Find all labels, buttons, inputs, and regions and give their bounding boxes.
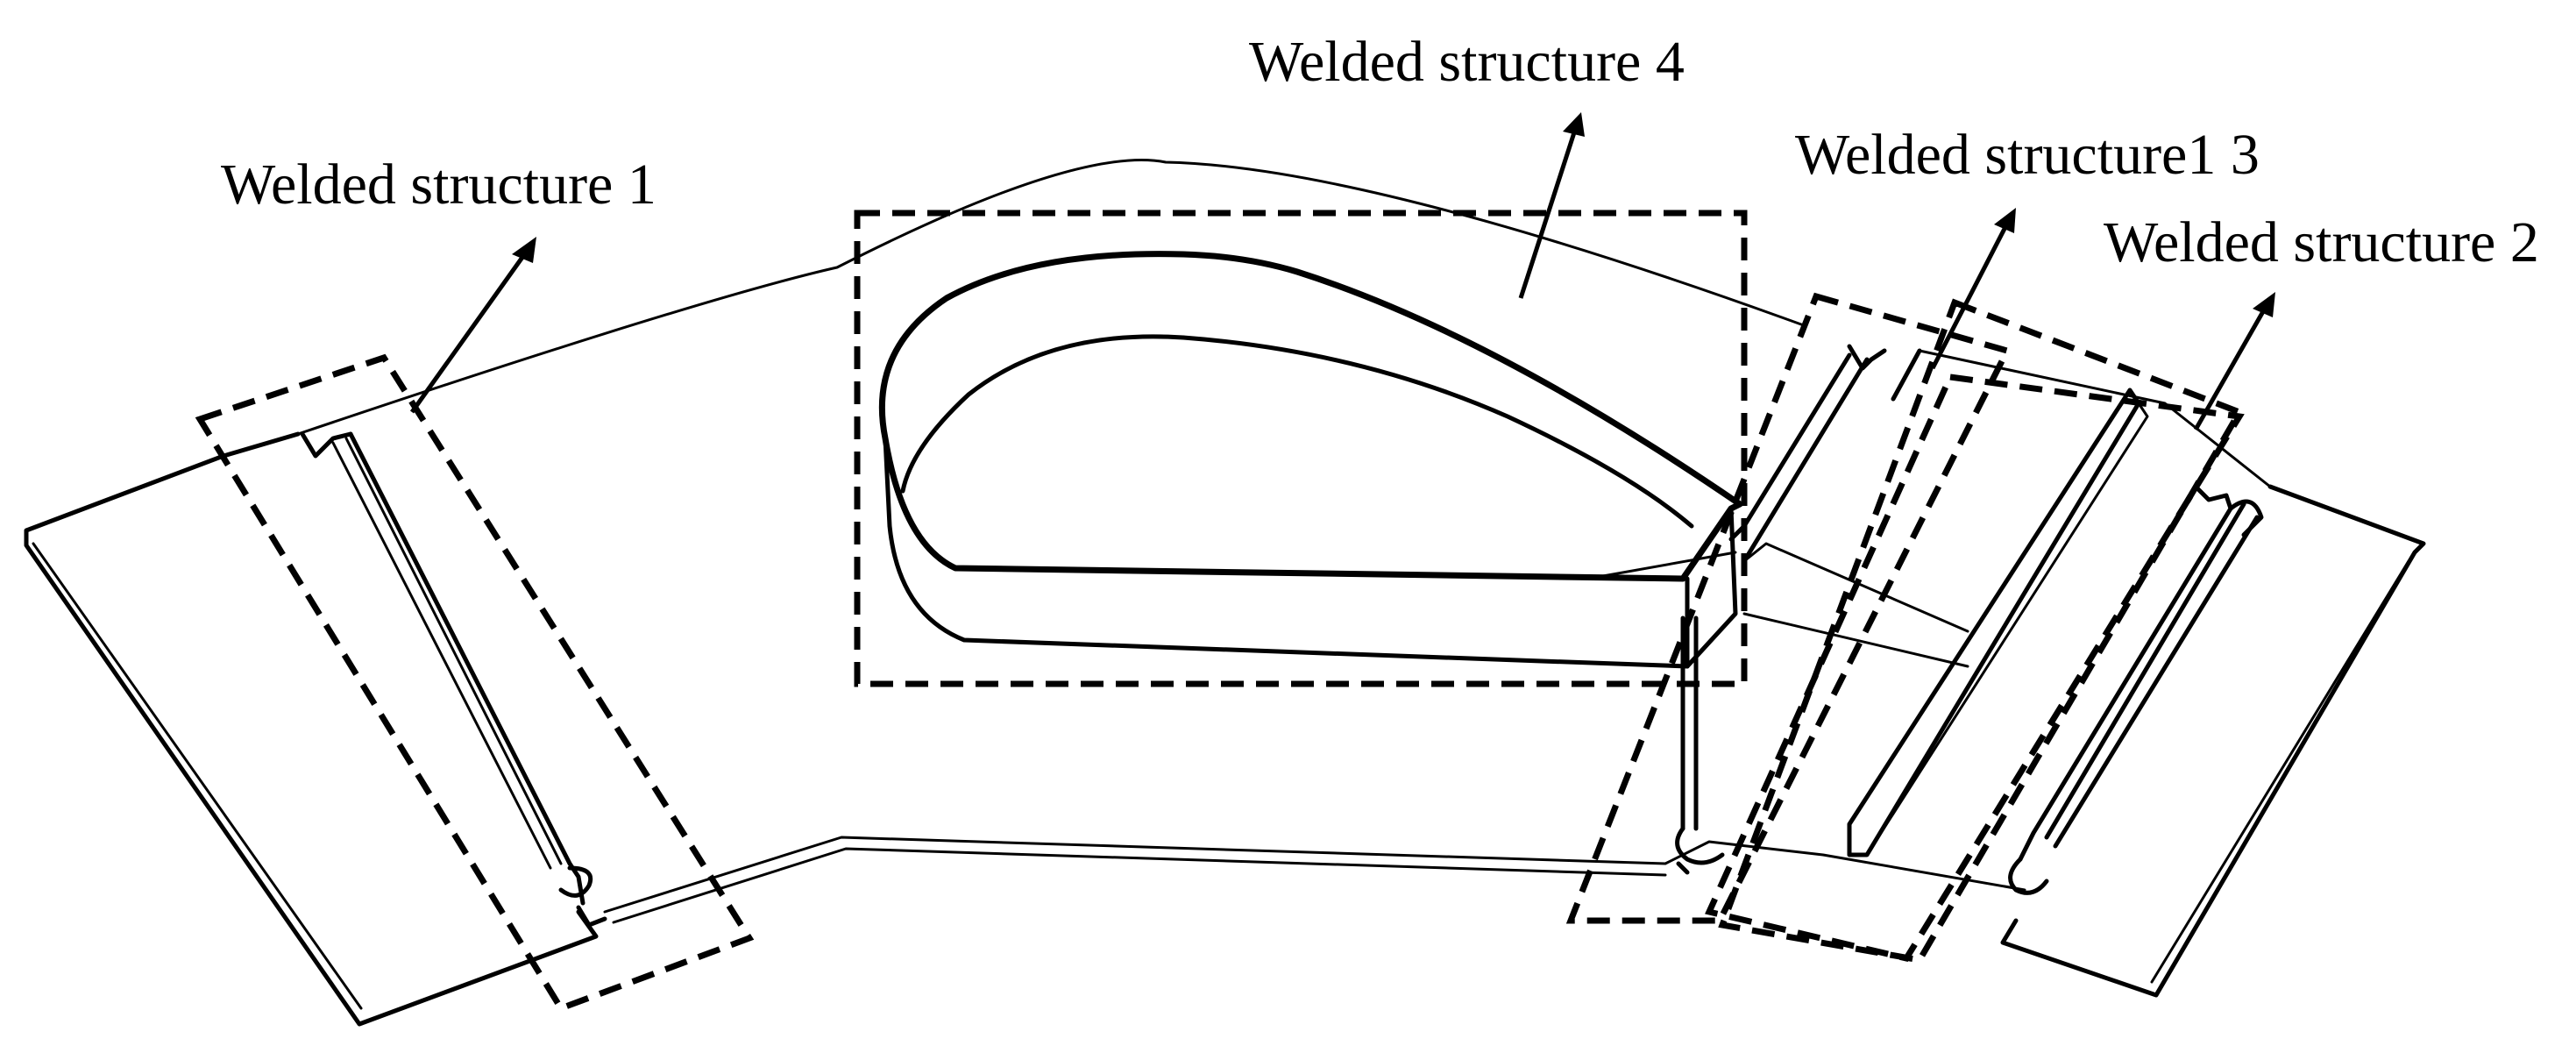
box-welded-structure-1 xyxy=(195,353,755,1013)
arrow-welded-structure-2 xyxy=(2193,292,2275,431)
label-welded-structure-2: Welded structure 2 xyxy=(2104,210,2539,274)
stiffener-center xyxy=(1675,344,1969,875)
leader-arrows xyxy=(409,112,2275,431)
weld-region-boxes xyxy=(195,210,2245,1013)
box-welded-structure-4 xyxy=(854,210,1748,687)
stiffener-left xyxy=(300,431,607,928)
arrow-welded-structure-1 xyxy=(409,237,536,414)
teardrop-ring xyxy=(878,251,1743,669)
arrow-welded-structure-4 xyxy=(1518,112,1585,299)
box-welded-structure-3 xyxy=(1565,292,2012,924)
box-welded-structure-2 xyxy=(1705,374,2245,962)
arrow-welded-structure-3 xyxy=(1930,208,2016,370)
label-welded-structure-4: Welded structure 4 xyxy=(1249,30,1685,94)
label-welded-structure-1: Welded structure 1 xyxy=(221,153,656,217)
part-outline xyxy=(24,159,2426,1027)
label-welded-structure-3: Welded structure1 3 xyxy=(1795,123,2260,187)
